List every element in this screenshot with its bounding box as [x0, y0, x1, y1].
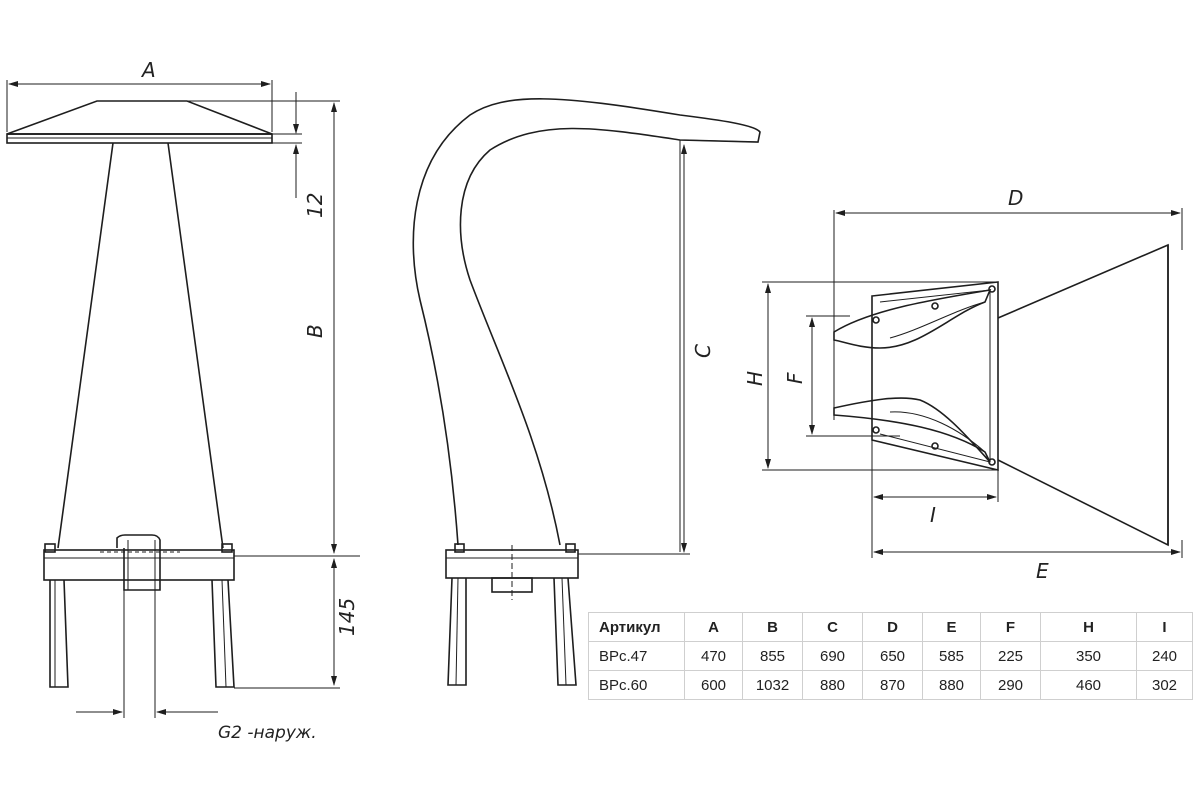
front-leg-right — [211, 579, 235, 688]
side-view: C — [412, 98, 761, 686]
spec-header-d: D — [862, 612, 923, 642]
table-cell: 1032 — [742, 670, 803, 700]
table-cell: BPc.60 — [588, 670, 685, 700]
spec-header-f: F — [980, 612, 1041, 642]
side-bolt-right — [565, 543, 576, 553]
dim-d-label: D — [1008, 186, 1023, 210]
dim-12-label: 12 — [303, 193, 327, 218]
table-cell: 350 — [1040, 641, 1137, 671]
dim-c-label: C — [691, 344, 715, 358]
spec-table: Артикул A B C D E F H I BPc.47 470 855 6… — [588, 612, 1193, 700]
front-bolt-left — [44, 543, 56, 553]
dim-e-label: E — [1036, 559, 1049, 583]
front-cap — [6, 100, 273, 135]
top-nozzle-lower — [833, 397, 991, 463]
front-leg-left — [49, 579, 69, 688]
dim-f-label: F — [783, 372, 807, 384]
dim-i-label: I — [930, 503, 936, 527]
table-cell: 600 — [684, 670, 743, 700]
top-view: D E I H F — [743, 186, 1183, 583]
spec-header-b: B — [742, 612, 803, 642]
table-cell: 880 — [922, 670, 981, 700]
table-cell: 225 — [980, 641, 1041, 671]
table-cell: 290 — [980, 670, 1041, 700]
top-trapezoid — [997, 243, 1169, 547]
table-cell: 855 — [742, 641, 803, 671]
table-cell: 585 — [922, 641, 981, 671]
spec-header-a: A — [684, 612, 743, 642]
dim-145-label: 145 — [335, 598, 359, 636]
front-view: A 12 B 145 G2 -наруж. — [6, 58, 360, 743]
spec-header-h: H — [1040, 612, 1137, 642]
table-row: BPc.60 600 1032 880 870 880 290 460 302 — [588, 670, 1193, 700]
spec-table-header-row: Артикул A B C D E F H I — [588, 612, 1193, 642]
table-row: BPc.47 470 855 690 650 585 225 350 240 — [588, 641, 1193, 671]
table-cell: 240 — [1136, 641, 1193, 671]
side-bolt-left — [454, 543, 465, 553]
spec-header-i: I — [1136, 612, 1193, 642]
table-cell: 650 — [862, 641, 923, 671]
table-cell: 302 — [1136, 670, 1193, 700]
table-cell: 690 — [802, 641, 863, 671]
front-body — [57, 142, 224, 549]
table-cell: 870 — [862, 670, 923, 700]
spec-header-c: C — [802, 612, 863, 642]
table-cell: 460 — [1040, 670, 1137, 700]
table-cell: 880 — [802, 670, 863, 700]
spec-header-e: E — [922, 612, 981, 642]
thread-note: G2 -наруж. — [218, 723, 317, 743]
front-bolt-right — [221, 543, 233, 553]
front-base-plate — [43, 549, 235, 581]
side-leg-left — [447, 577, 467, 686]
dim-b-label: B — [303, 324, 327, 338]
table-cell: 470 — [684, 641, 743, 671]
front-inlet-fitting — [116, 534, 161, 591]
dim-h-label: H — [743, 371, 767, 386]
table-cell: BPc.47 — [588, 641, 685, 671]
top-nozzle-upper — [833, 288, 992, 349]
side-leg-right — [553, 577, 577, 686]
side-spout-outer — [412, 98, 761, 546]
spec-header-article: Артикул — [588, 612, 685, 642]
dim-a-label: A — [140, 58, 156, 82]
